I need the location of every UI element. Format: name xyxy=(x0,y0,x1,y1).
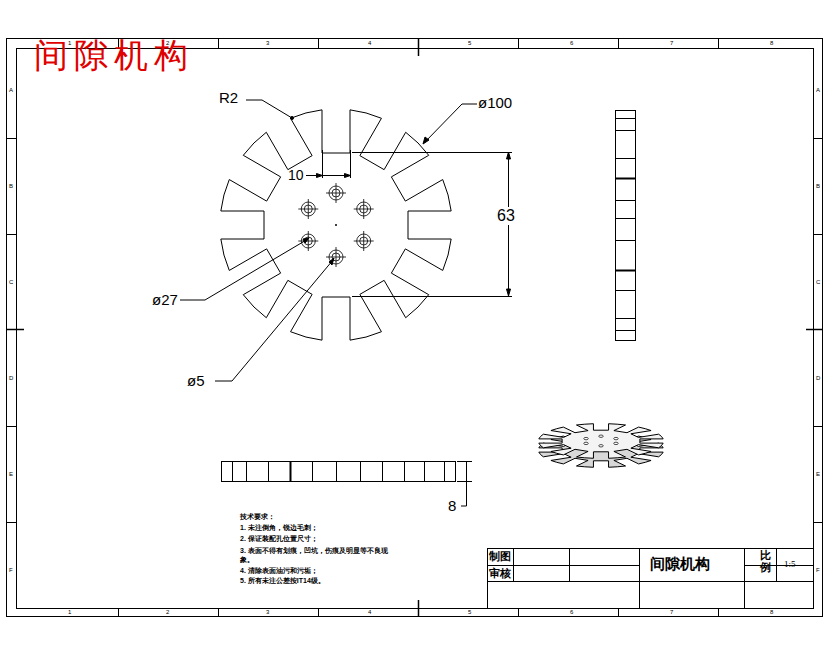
edge-line xyxy=(444,461,445,482)
zone-letter: C xyxy=(816,279,820,286)
dimension-label: R2 xyxy=(219,89,238,106)
zone-ticks xyxy=(6,38,822,616)
note-heading: 技术要求： xyxy=(240,513,275,521)
front-view xyxy=(221,110,451,340)
table-cell: 间隙机构 xyxy=(650,555,710,572)
center-line xyxy=(336,247,337,267)
edge-line xyxy=(290,461,292,482)
zone-number: 4 xyxy=(368,609,371,616)
hole-pattern xyxy=(298,183,373,267)
edge-line xyxy=(615,200,636,201)
zone-letter: D xyxy=(9,375,13,382)
edge-line xyxy=(382,461,383,482)
hole xyxy=(599,435,603,437)
dimension-label: 63 xyxy=(497,207,515,225)
dimension-label: 10 xyxy=(288,167,304,183)
edge-line xyxy=(312,461,313,482)
zone-number: 7 xyxy=(670,609,673,616)
zone-number: 5 xyxy=(468,609,471,616)
note-line: 1. 未注倒角，锐边毛刺； xyxy=(240,524,318,532)
zone-number: 4 xyxy=(368,40,371,47)
zone-number: 3 xyxy=(266,609,269,616)
hole xyxy=(584,442,588,444)
edge-line xyxy=(615,270,636,272)
center-line xyxy=(336,183,337,203)
edge-line xyxy=(246,461,247,482)
table-cell: 比例 xyxy=(760,549,771,573)
table-cell: 审核 xyxy=(489,567,511,580)
center-line xyxy=(363,199,364,219)
hole xyxy=(584,437,588,439)
edge-line xyxy=(615,240,636,241)
zone-number: 6 xyxy=(570,609,573,616)
zone-number: 2 xyxy=(166,40,169,47)
dimension-label: ø5 xyxy=(187,372,205,389)
zone-number: 7 xyxy=(670,40,673,47)
table-cell: 制图 xyxy=(489,550,511,563)
zone-letter: E xyxy=(9,471,13,478)
edge-line xyxy=(404,461,405,482)
dimension-label: ø100 xyxy=(478,94,512,111)
plate-outline xyxy=(221,110,451,340)
edge-line xyxy=(360,461,361,482)
zone-number: 1 xyxy=(68,609,71,616)
center-point xyxy=(335,224,337,226)
zone-letter: C xyxy=(9,279,13,286)
zone-letter: B xyxy=(9,183,13,190)
zone-letter: A xyxy=(816,87,820,94)
edge-line xyxy=(615,330,636,331)
dimension-label: ø27 xyxy=(152,291,178,308)
dimension-label: 8 xyxy=(448,497,456,514)
side-view xyxy=(615,111,636,341)
bottom-view xyxy=(222,461,456,482)
edge-line xyxy=(615,178,636,180)
zone-number: 6 xyxy=(570,40,573,47)
edge-line xyxy=(424,461,425,482)
edge-line xyxy=(615,158,636,159)
zone-letter: A xyxy=(9,87,13,94)
hole xyxy=(614,442,618,444)
dimension-lines xyxy=(180,100,512,506)
edge-line xyxy=(615,118,636,119)
zone-number: 8 xyxy=(770,40,773,47)
zone-number: 1 xyxy=(68,40,71,47)
center-line xyxy=(363,231,364,251)
center-line xyxy=(308,199,309,219)
hole xyxy=(599,445,603,447)
drawing-title: 间隙机构 xyxy=(34,36,194,75)
note-line: 4. 清除表面油污和污垢； xyxy=(240,567,318,575)
zone-letter: B xyxy=(816,183,820,190)
edge-line xyxy=(268,461,269,482)
zone-number: 3 xyxy=(266,40,269,47)
zone-letter: D xyxy=(816,375,820,382)
edge-line xyxy=(615,290,636,291)
note-line: 3. 表面不得有划痕，凹坑，伤痕及明显等不良现象。 xyxy=(240,546,390,565)
edge-line xyxy=(232,461,233,482)
edge-line xyxy=(336,461,337,482)
center-line xyxy=(308,231,309,251)
zone-number: 8 xyxy=(770,609,773,616)
note-line: 2. 保证装配孔位置尺寸； xyxy=(240,535,318,543)
hole xyxy=(614,437,618,439)
table-cell: 1:5 xyxy=(784,559,796,569)
note-line: 5. 所有未注公差按IT14级。 xyxy=(240,577,325,585)
sheet-frame xyxy=(6,38,823,617)
zone-number: 2 xyxy=(166,609,169,616)
edge-line xyxy=(615,218,636,219)
zone-letter: F xyxy=(9,567,13,574)
title-block xyxy=(488,548,814,608)
zone-letter: E xyxy=(816,471,820,478)
isometric-view xyxy=(539,424,663,468)
edge-line xyxy=(615,318,636,319)
zone-number: 5 xyxy=(468,40,471,47)
edge-line xyxy=(615,130,636,131)
zone-letter: F xyxy=(816,567,820,574)
center-marks xyxy=(6,38,822,616)
